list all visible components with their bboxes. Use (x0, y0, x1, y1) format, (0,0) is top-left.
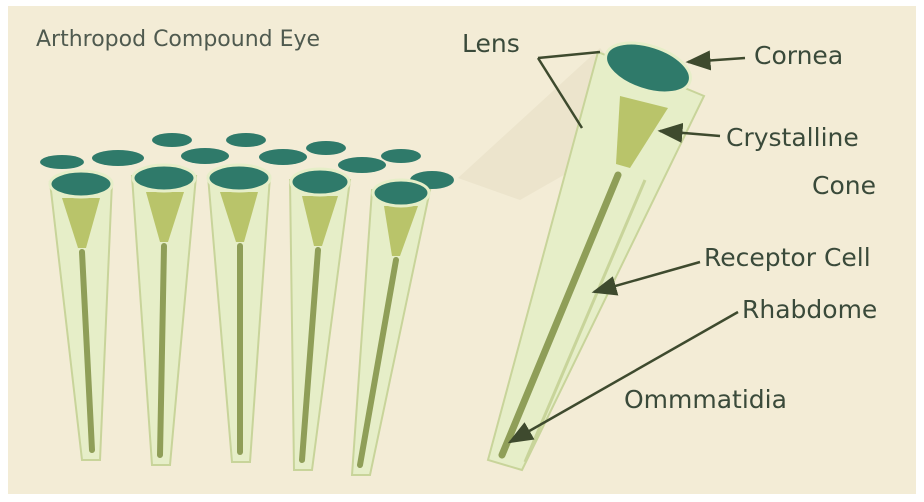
back-cornea (40, 155, 84, 169)
back-cornea (306, 141, 346, 155)
back-cornea (381, 149, 421, 163)
label-cornea: Cornea (754, 41, 843, 70)
label-crystalline: Crystalline (726, 123, 859, 152)
label-lens: Lens (462, 29, 520, 58)
back-cornea (152, 133, 192, 147)
rhabdome (160, 246, 164, 455)
label-rhabdome: Rhabdome (742, 295, 877, 324)
back-cornea (259, 149, 307, 165)
label-cone: Cone (812, 171, 876, 200)
diagram-title: Arthropod Compound Eye (36, 27, 320, 52)
cornea (133, 165, 195, 191)
back-cornea (92, 150, 144, 166)
back-cornea (338, 157, 386, 173)
back-cornea (181, 148, 229, 164)
cornea (208, 165, 270, 191)
label-ommatidia: Ommmatidia (624, 385, 787, 414)
back-cornea (226, 133, 266, 147)
cornea (373, 180, 429, 206)
cornea (50, 171, 112, 197)
label-receptor-cell: Receptor Cell (704, 243, 871, 272)
cornea (291, 169, 349, 195)
